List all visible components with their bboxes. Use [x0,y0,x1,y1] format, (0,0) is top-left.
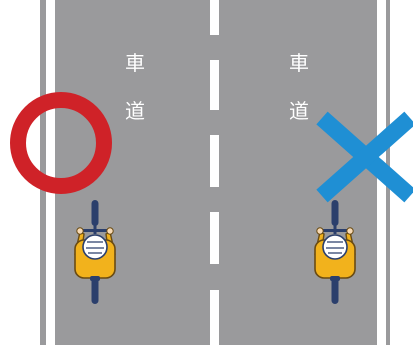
right-lane-label-char-2: 道 [287,101,311,121]
left-edge-line [46,0,55,345]
left-lane-label-char-1: 車 [123,53,147,73]
right-lane-label-char-1: 車 [287,53,311,73]
left-lane-label-char-2: 道 [123,101,147,121]
